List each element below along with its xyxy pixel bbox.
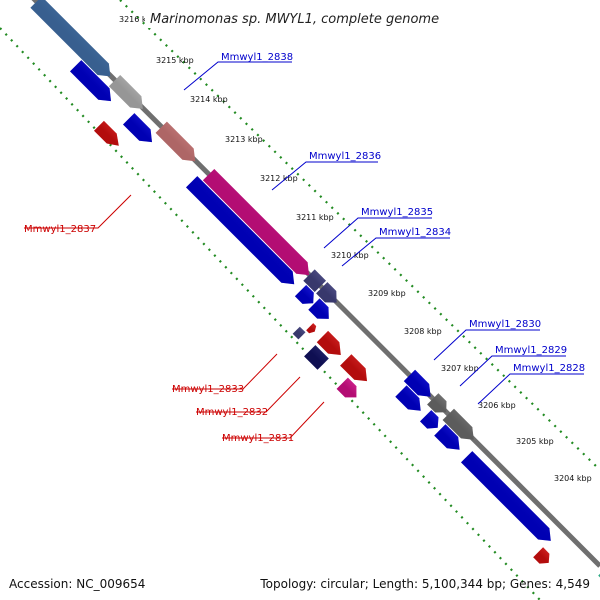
leader-2828 xyxy=(477,373,584,405)
feature-silver-shade xyxy=(108,75,143,109)
feature-pink-2831-shade xyxy=(336,377,357,398)
feature-slate-2835-shade xyxy=(303,269,326,292)
tick-3215: 3215 kbp xyxy=(156,56,194,65)
leader-2829 xyxy=(459,355,566,387)
accession-text: Accession: NC_009654 xyxy=(9,577,146,591)
feature-steel-shade xyxy=(30,0,111,77)
feature-blue-long-shade xyxy=(461,451,551,541)
feature-salmon-shade xyxy=(155,121,196,162)
label-mmwyl1-2830[interactable]: Mmwyl1_2830 xyxy=(469,319,541,330)
tick-3208: 3208 kbp xyxy=(404,327,442,336)
leader-2834 xyxy=(341,237,450,267)
feature-blue-2830-shade xyxy=(403,369,431,397)
topology-text: Topology: circular; Length: 5,100,344 bp… xyxy=(260,577,590,591)
leader-2837 xyxy=(24,194,132,229)
tick-3209: 3209 kbp xyxy=(368,289,406,298)
feature-red-a-shade xyxy=(316,330,341,355)
feature-red-small-shade xyxy=(306,323,317,334)
feature-blue-e-shade xyxy=(308,298,329,319)
feature-navy-2832-shade xyxy=(304,345,329,370)
feature-blue-c-shade xyxy=(186,176,295,285)
feature-blue-h-shade xyxy=(434,424,460,450)
tick-3206: 3206 kbp xyxy=(478,401,516,410)
kbp-ticks: 3216 kbp 3215 kbp 3214 kbp 3213 kbp 3212… xyxy=(119,15,592,483)
tick-3213: 3213 kbp xyxy=(225,135,263,144)
label-leader-lines xyxy=(24,61,584,439)
tick-3214: 3214 kbp xyxy=(190,95,228,104)
feature-slate-2833-shade xyxy=(292,326,306,340)
feature-blue-d-shade xyxy=(294,285,314,304)
feature-red-b-shade xyxy=(340,354,367,382)
label-mmwyl1-2833[interactable]: Mmwyl1_2833 xyxy=(172,384,244,395)
feature-gray-2828-shade xyxy=(442,408,474,440)
leader-2836 xyxy=(271,161,378,191)
tick-3211: 3211 kbp xyxy=(296,213,334,222)
feature-pink-2836-shade xyxy=(202,169,309,276)
map-title: Marinomonas sp. MWYL1, complete genome xyxy=(150,12,439,27)
tick-3210: 3210 kbp xyxy=(331,251,369,260)
gene-features xyxy=(30,0,600,578)
label-mmwyl1-2838[interactable]: Mmwyl1_2838 xyxy=(221,52,293,63)
label-mmwyl1-2831[interactable]: Mmwyl1_2831 xyxy=(222,433,294,444)
leader-2833 xyxy=(172,353,278,390)
leader-2835 xyxy=(323,217,432,249)
feature-blue-b-shade xyxy=(123,113,152,143)
label-mmwyl1-2828[interactable]: Mmwyl1_2828 xyxy=(513,363,585,374)
label-mmwyl1-2837[interactable]: Mmwyl1_2837 xyxy=(24,224,96,235)
tick-3207: 3207 kbp xyxy=(441,364,479,373)
title-backing xyxy=(145,6,455,28)
feature-slate-2834-shade xyxy=(316,282,337,303)
feature-gray-2829-shade xyxy=(427,393,447,413)
label-mmwyl1-2832[interactable]: Mmwyl1_2832 xyxy=(196,407,268,418)
feature-red-c-shade xyxy=(533,547,550,564)
feature-red-2837-shade xyxy=(94,120,119,146)
leader-2838 xyxy=(183,61,292,91)
feature-blue-g-shade xyxy=(420,410,439,429)
gene-labels: Mmwyl1_2838 Mmwyl1_2836 Mmwyl1_2835 Mmwy… xyxy=(24,52,585,444)
label-mmwyl1-2836[interactable]: Mmwyl1_2836 xyxy=(309,151,381,162)
leader-2831 xyxy=(222,401,325,439)
feature-blue-f-shade xyxy=(395,385,421,411)
label-mmwyl1-2835[interactable]: Mmwyl1_2835 xyxy=(361,207,433,218)
feature-blue-a-shade xyxy=(70,60,111,102)
label-mmwyl1-2829[interactable]: Mmwyl1_2829 xyxy=(495,345,567,356)
leader-2830 xyxy=(433,329,540,361)
tick-3216: 3216 kbp xyxy=(119,15,157,24)
leader-2832 xyxy=(196,376,301,413)
tick-3205: 3205 kbp xyxy=(516,437,554,446)
tick-3204: 3204 kbp xyxy=(554,474,592,483)
tick-3212: 3212 kbp xyxy=(260,174,298,183)
label-mmwyl1-2834[interactable]: Mmwyl1_2834 xyxy=(379,227,451,238)
